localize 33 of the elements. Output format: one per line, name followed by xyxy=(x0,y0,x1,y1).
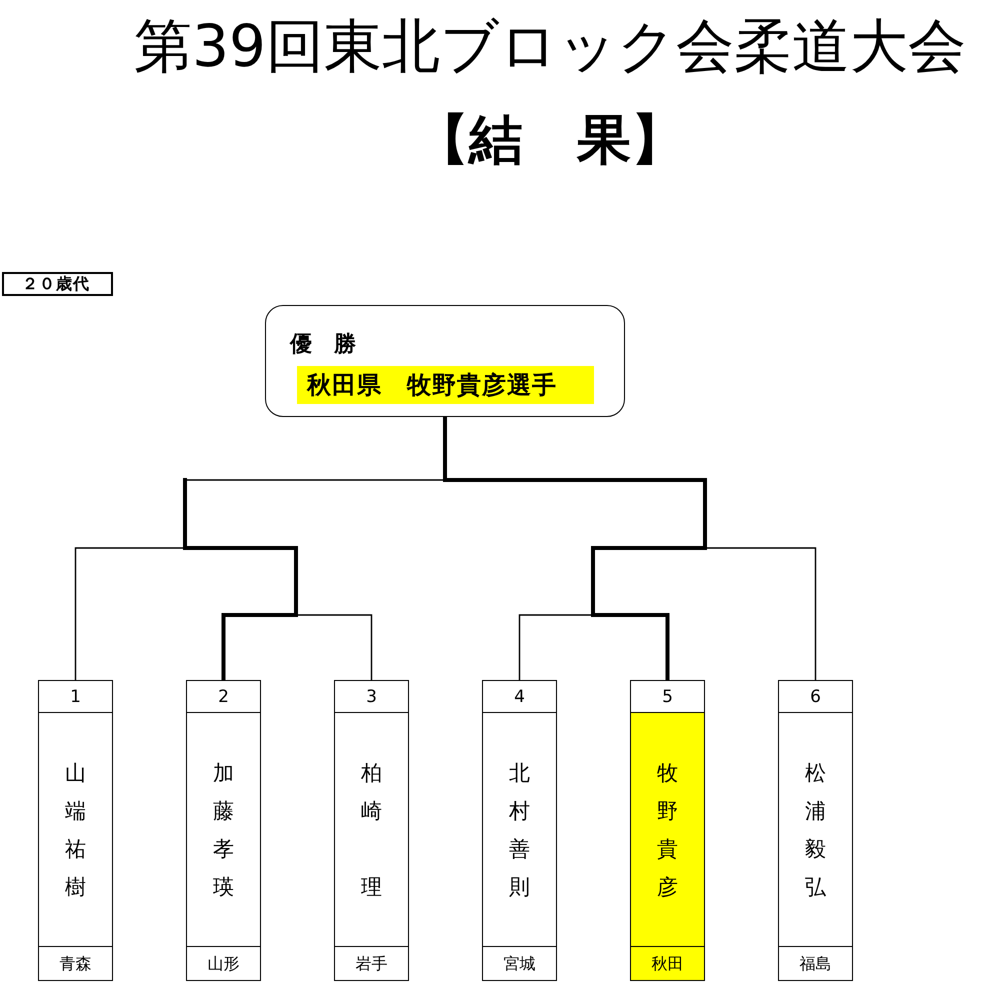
entry-number: 1 xyxy=(70,686,81,706)
category-label: ２０歳代 xyxy=(22,275,90,293)
player-card xyxy=(482,680,557,981)
bracket-line xyxy=(74,417,816,680)
player-card xyxy=(334,680,409,981)
entry-number: 5 xyxy=(662,686,673,706)
player-name: 加藤孝瑛 xyxy=(213,760,234,900)
prefecture-name: 秋田 xyxy=(652,954,684,974)
prefecture-name: 青森 xyxy=(60,954,92,974)
player-card xyxy=(630,680,705,981)
winner-box xyxy=(265,305,625,417)
prefecture-name: 岩手 xyxy=(356,954,388,974)
category-box xyxy=(2,272,113,296)
winner-heading: 優 勝 xyxy=(290,332,356,358)
winner-name: 秋田県 牧野貴彦選手 xyxy=(307,371,557,399)
player-name: 北村善則 xyxy=(509,760,530,900)
prefecture-name: 福島 xyxy=(800,954,832,974)
prefecture-name: 山形 xyxy=(208,954,240,974)
player-name: 理 xyxy=(361,874,382,900)
entry-number: 3 xyxy=(366,686,377,706)
player-name: 牧野貴彦 xyxy=(657,760,678,900)
prefecture-name: 宮城 xyxy=(504,954,536,974)
entry-number: 2 xyxy=(218,686,229,706)
player-name: 柏崎 xyxy=(361,760,382,824)
entry-number: 4 xyxy=(514,686,525,706)
player-name: 松浦毅弘 xyxy=(805,760,826,900)
player-name: 山端祐樹 xyxy=(65,760,86,900)
entry-number: 6 xyxy=(810,686,821,706)
player-card xyxy=(778,680,853,981)
player-card xyxy=(186,680,261,981)
diagram-title: 第39回東北ブロック会柔道大会 xyxy=(134,11,966,81)
result-heading: 【結 果】 xyxy=(415,107,685,173)
player-card xyxy=(38,680,113,981)
